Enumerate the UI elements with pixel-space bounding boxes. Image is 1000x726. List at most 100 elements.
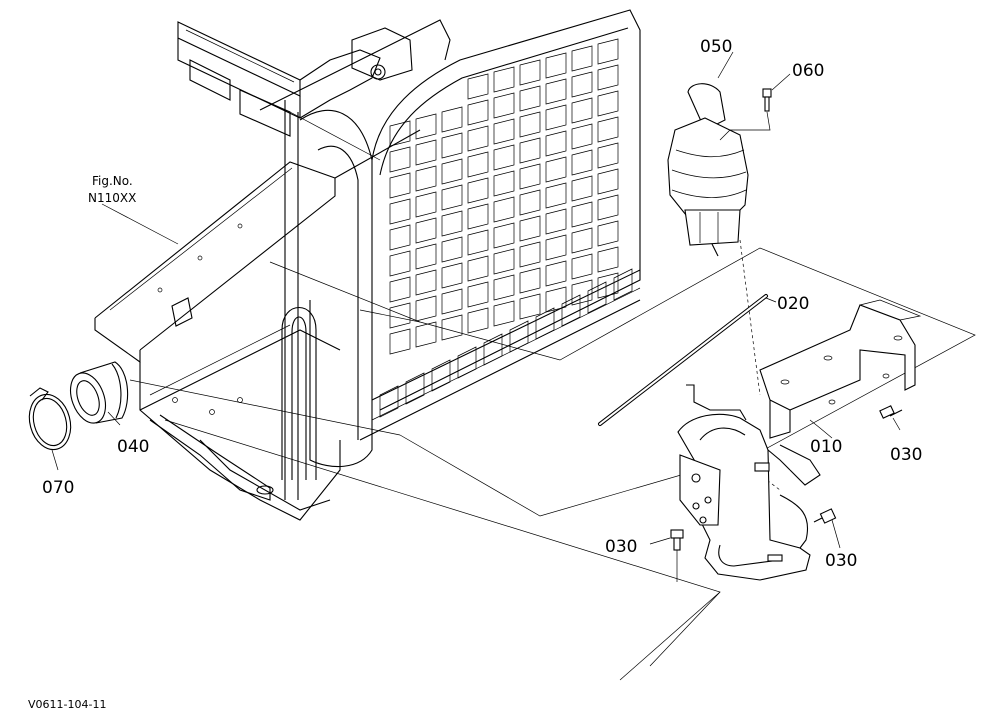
grille-cell [597, 142, 619, 169]
grille-cell [389, 250, 411, 277]
grille-cell [389, 198, 411, 225]
grille-cell [545, 182, 567, 209]
leader-lines [51, 51, 901, 549]
grille-cell [493, 66, 515, 93]
grille-cell [493, 144, 515, 171]
grille-cell [493, 248, 515, 275]
grille-skirt-cell [431, 359, 451, 392]
grille-cell [493, 92, 515, 119]
grille-cell [493, 222, 515, 249]
grille-cell [519, 215, 541, 242]
grille-cell [597, 168, 619, 195]
grille-cell [441, 288, 463, 315]
grille-cell [545, 234, 567, 261]
grille-cell [415, 243, 437, 270]
grille-cell [545, 208, 567, 235]
grille-cell [441, 236, 463, 263]
grille-cell [441, 132, 463, 159]
grille-cell [571, 175, 593, 202]
bolt-030-right [879, 405, 903, 419]
grille-skirt-cell [587, 281, 607, 314]
grille-skirt-cell [561, 294, 581, 327]
grille-cell [441, 184, 463, 211]
grille-skirt-cell [405, 372, 425, 405]
grille-cell [467, 99, 489, 126]
grille-cell [415, 191, 437, 218]
grille-cell [467, 125, 489, 152]
grille-cell [389, 328, 411, 355]
grille-cell [545, 104, 567, 131]
grille-cell [493, 118, 515, 145]
grille-cell [597, 90, 619, 117]
grille-cell [597, 38, 619, 65]
grille-cell [441, 262, 463, 289]
grille-skirt-cell [483, 333, 503, 366]
label-010: 010 [810, 437, 842, 457]
figure-reference-line1: Fig.No. [92, 174, 133, 188]
bracket-010 [759, 299, 922, 486]
grille-cell [389, 120, 411, 147]
hose-040 [69, 361, 129, 424]
grille-cell [545, 286, 567, 313]
grille-cell [467, 229, 489, 256]
joystick-050 [667, 83, 749, 257]
rod-020 [598, 294, 768, 426]
grille-cell [389, 276, 411, 303]
clamp-070 [28, 387, 72, 451]
grille-cell [467, 177, 489, 204]
grille-cell [467, 203, 489, 230]
grille-cell [571, 201, 593, 228]
grille-cell [597, 272, 619, 299]
grille-cell [545, 78, 567, 105]
drawing-code: V0611-104-11 [28, 698, 106, 711]
bolt-030-lower-right [813, 508, 837, 524]
grille-cell [415, 269, 437, 296]
grille-cell [441, 158, 463, 185]
grille-cell [571, 97, 593, 124]
grille-cell [571, 227, 593, 254]
grille-cell [389, 302, 411, 329]
grille-cell [519, 85, 541, 112]
label-030-right: 030 [890, 445, 922, 465]
grille-cell [545, 156, 567, 183]
reference-lines [129, 111, 976, 681]
grille-cell [571, 71, 593, 98]
grille-skirt-cell [509, 320, 529, 353]
grille-cell [441, 314, 463, 341]
label-030-lower-left: 030 [605, 537, 637, 557]
grille-skirt-cell [379, 385, 399, 418]
grille-cell [597, 194, 619, 221]
label-050: 050 [700, 37, 732, 57]
grille-cell [519, 59, 541, 86]
mesh-grille [359, 9, 641, 441]
grille-cell [519, 137, 541, 164]
grille-cell [389, 224, 411, 251]
grille-cell [467, 307, 489, 334]
grille-cell [545, 260, 567, 287]
grille-cell [519, 241, 541, 268]
grille-cell [415, 217, 437, 244]
grille-cell [493, 196, 515, 223]
screw-060 [719, 88, 772, 141]
label-070: 070 [42, 478, 74, 498]
grille-cell [415, 321, 437, 348]
grille-cell [571, 253, 593, 280]
grille-cell [597, 64, 619, 91]
grille-cell [467, 151, 489, 178]
grille-cell [493, 274, 515, 301]
grille-cell [441, 106, 463, 133]
grille-cell [441, 210, 463, 237]
grille-cell [493, 170, 515, 197]
grille-cell [389, 146, 411, 173]
bolt-030-lower-left [670, 529, 684, 582]
grille-skirt-cell [613, 268, 633, 301]
figure-reference-line2: N110XX [88, 191, 136, 205]
label-020: 020 [777, 294, 809, 314]
grille-cell [519, 111, 541, 138]
grille-cell [597, 220, 619, 247]
grille-cell [597, 246, 619, 273]
grille-skirt-cell [535, 307, 555, 340]
grille-cell [545, 52, 567, 79]
grille-cell [571, 279, 593, 306]
grille-cell [519, 267, 541, 294]
